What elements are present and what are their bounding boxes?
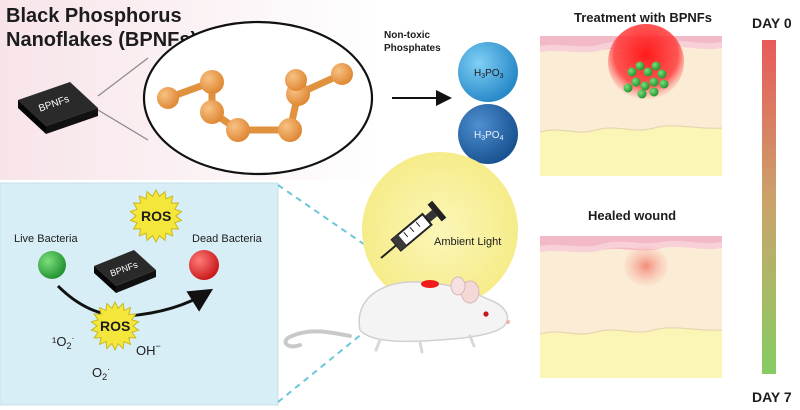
hydroxyl-label: OH−: [136, 341, 161, 358]
live-bacteria-icon: [38, 251, 66, 279]
ros-label-top: ROS: [141, 208, 171, 224]
dead-bacteria-label: Dead Bacteria: [192, 233, 263, 245]
mouse-icon: [283, 276, 510, 354]
nontoxic-line2: Phosphates: [384, 43, 441, 54]
h3po3-sphere: [458, 42, 518, 102]
title-line2: Nanoflakes (BPNFs): [6, 29, 197, 51]
bpnfs-chip-icon: BPNFs: [18, 82, 98, 134]
ros-burst-top-icon: ROS: [129, 188, 183, 244]
healed-title: Healed wound: [588, 208, 676, 223]
h3po3-label: H3PO3: [474, 68, 504, 80]
bpnfs-cluster-icon: [623, 61, 669, 99]
nontoxic-line1: Non-toxic: [384, 30, 431, 41]
skin-panel-healed: [539, 236, 723, 378]
ambient-light-glow: [362, 152, 518, 308]
phosphorus-atoms: [157, 63, 353, 142]
healing-timeline-bar: [762, 40, 776, 374]
ros-label-bottom: ROS: [100, 318, 130, 334]
live-bacteria-label: Live Bacteria: [14, 233, 78, 245]
molecule-ellipse: [142, 20, 374, 176]
singlet-oxygen-label: ¹O2·: [52, 333, 74, 351]
bpnfs-chip-small-icon: BPNFs: [94, 250, 156, 293]
zoom-dashed-top: [277, 184, 417, 281]
treatment-title: Treatment with BPNFs: [574, 10, 712, 25]
ambient-light-label: Ambient Light: [434, 236, 501, 248]
day-end-label: DAY 7: [752, 389, 792, 405]
superoxide-label: O2·: [92, 364, 110, 382]
syringe-icon: [380, 200, 447, 259]
ros-burst-bottom-icon: ROS: [90, 300, 140, 352]
zoom-line-bottom: [97, 109, 149, 141]
skin-panel-treatment: [539, 24, 723, 176]
h3po4-label: H3PO4: [474, 130, 504, 142]
zoom-line-top: [97, 57, 149, 97]
title-line1: Black Phosphorus: [6, 5, 182, 27]
h3po4-sphere: [458, 104, 518, 164]
day-start-label: DAY 0: [752, 15, 792, 31]
dead-bacteria-icon: [189, 250, 219, 280]
